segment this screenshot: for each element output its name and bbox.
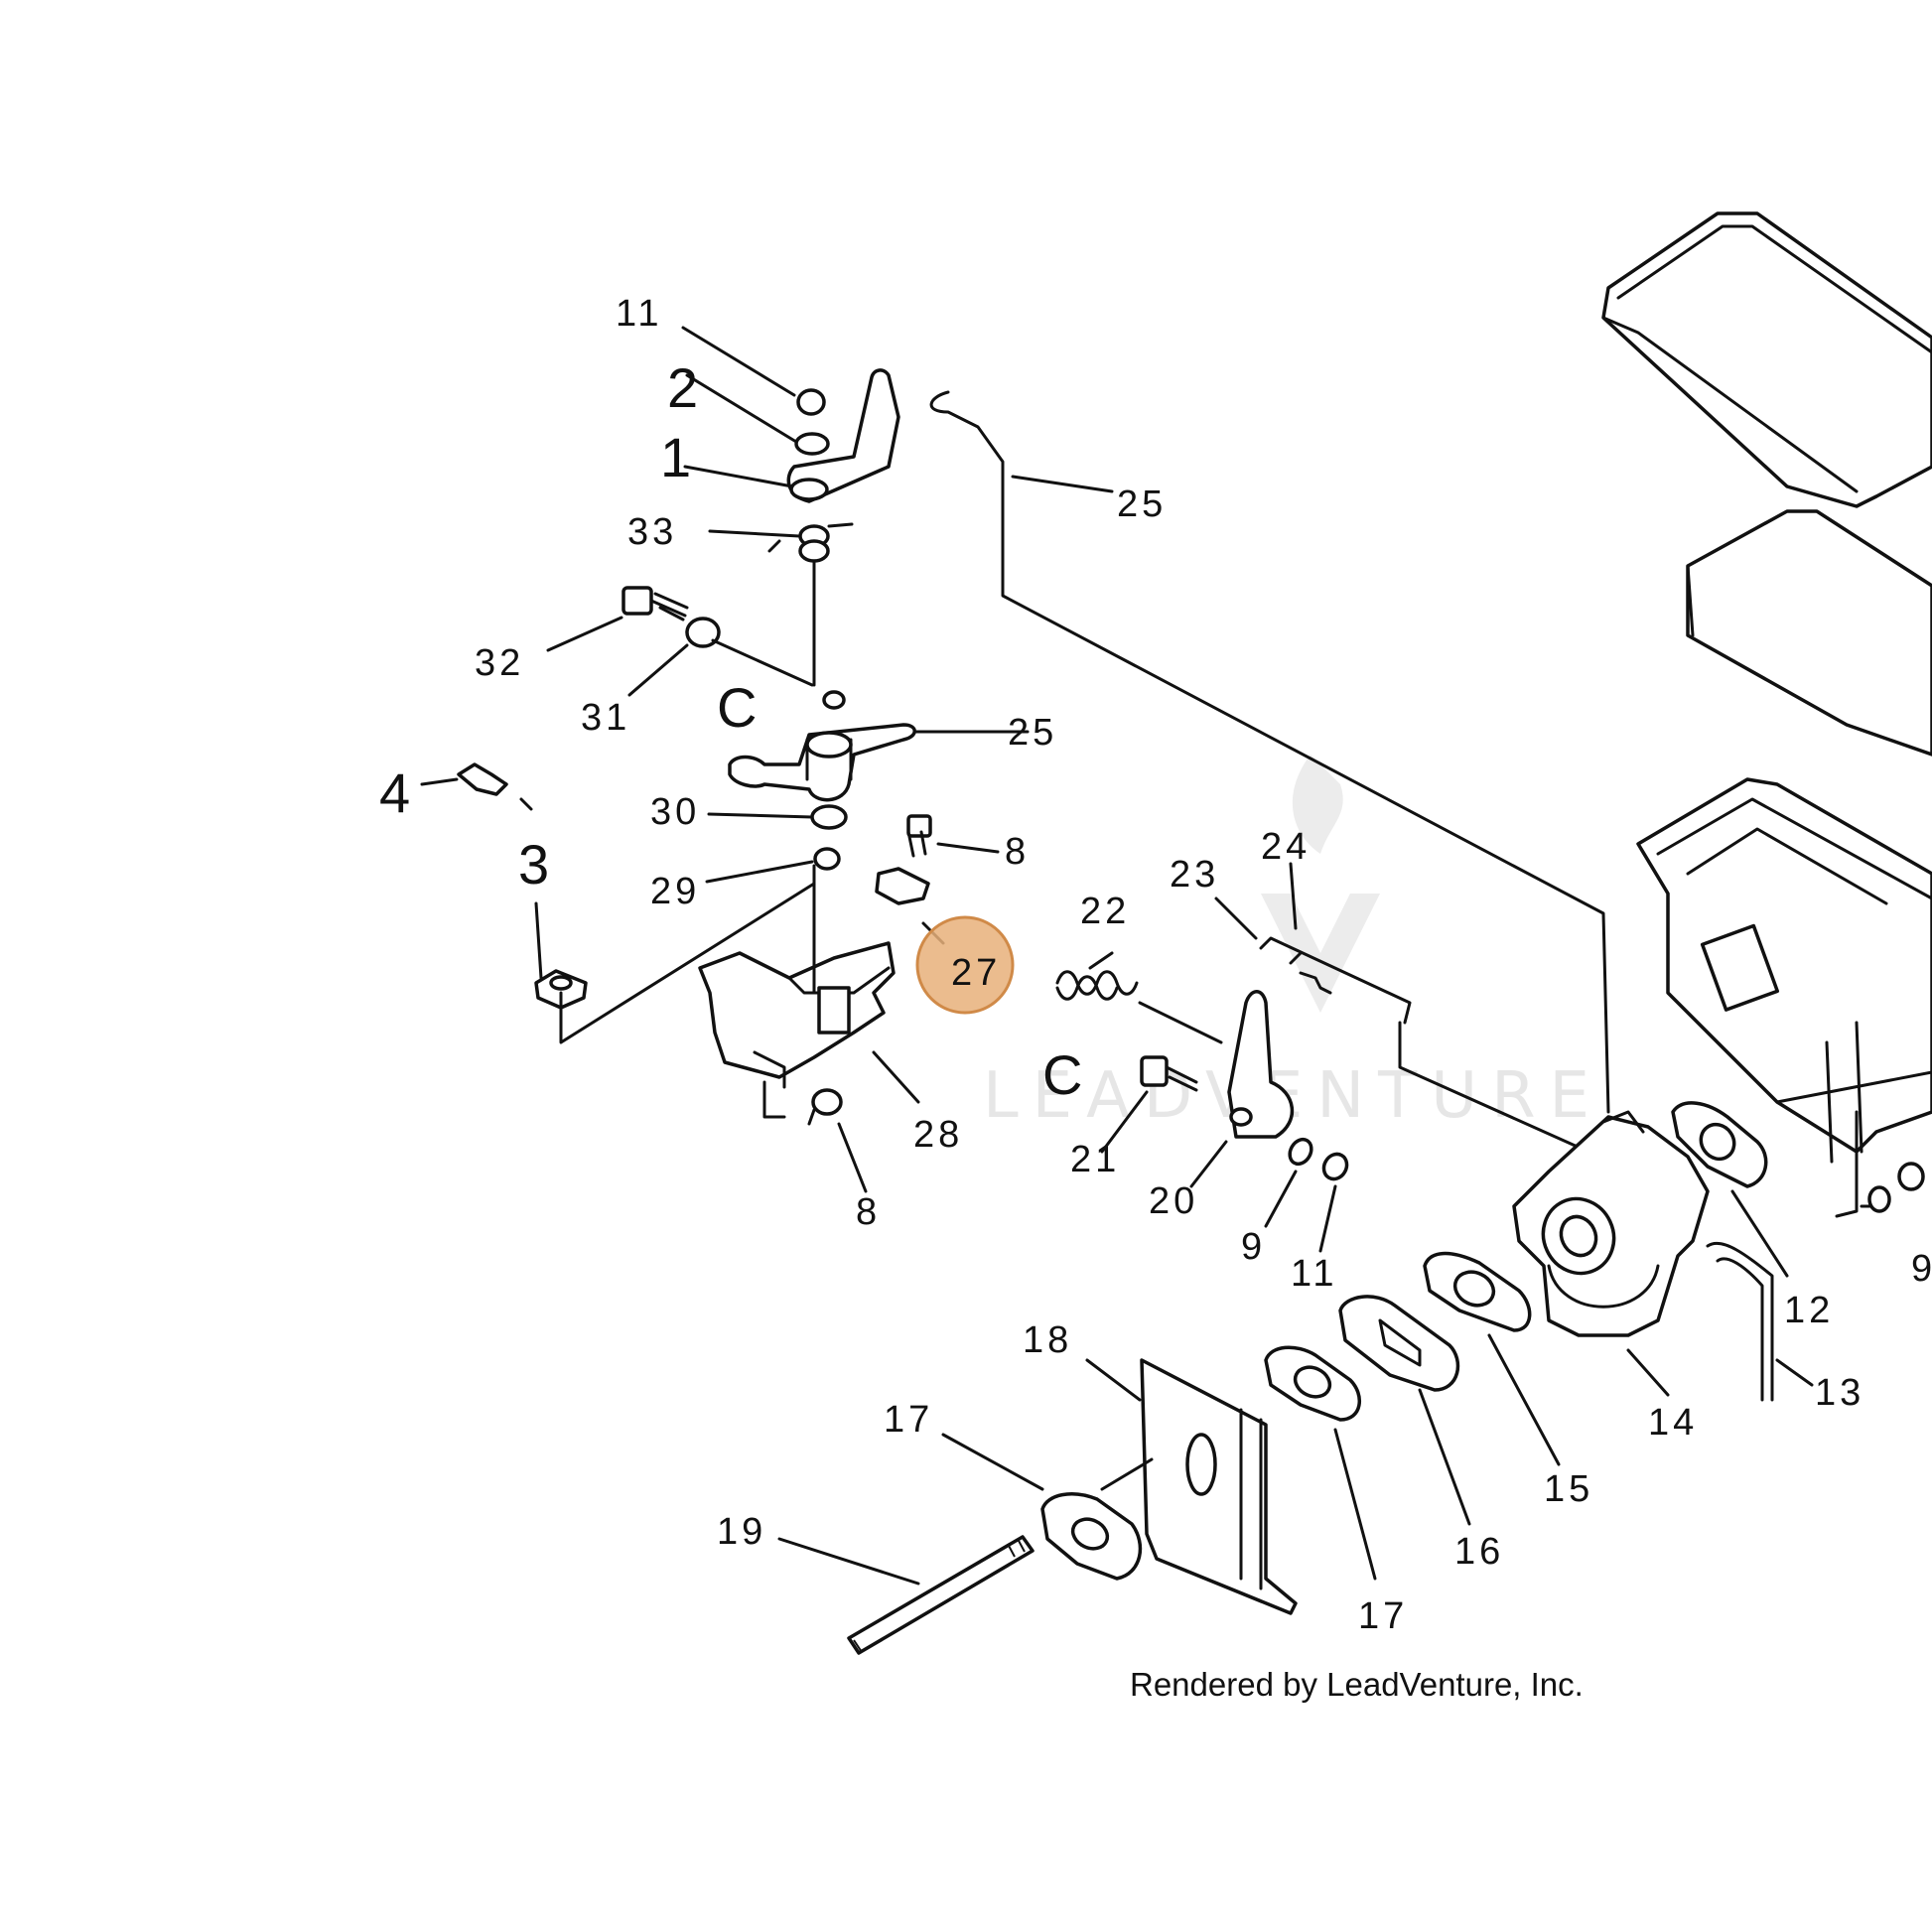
label-33: 33 xyxy=(627,511,677,553)
label-31: 31 xyxy=(581,697,630,739)
spring-22 xyxy=(1055,970,1223,1044)
label-24: 24 xyxy=(1261,826,1311,868)
link-27 xyxy=(875,867,930,905)
label-17-left: 17 xyxy=(884,1399,933,1441)
washer-29 xyxy=(813,847,841,871)
lever-20 xyxy=(1227,990,1294,1139)
air-cleaner-base xyxy=(1636,777,1932,1164)
label-29: 29 xyxy=(650,871,700,912)
label-13: 13 xyxy=(1815,1372,1864,1414)
screw-8-top xyxy=(906,814,932,858)
label-4: 4 xyxy=(379,761,410,824)
label-11-top: 11 xyxy=(616,293,662,335)
screw-32 xyxy=(621,586,689,621)
label-23: 23 xyxy=(1170,854,1219,896)
label-c-lower: C xyxy=(1042,1043,1082,1106)
label-28: 28 xyxy=(913,1114,963,1156)
washer-2 xyxy=(794,432,830,456)
clip-3 xyxy=(534,969,588,1010)
nut-31 xyxy=(685,617,721,648)
label-21: 21 xyxy=(1070,1139,1120,1180)
label-15: 15 xyxy=(1544,1468,1593,1510)
label-12: 12 xyxy=(1784,1290,1834,1331)
label-9-right: 9 xyxy=(1911,1248,1932,1290)
label-1: 1 xyxy=(660,426,691,488)
label-11-mid: 11 xyxy=(1291,1253,1337,1295)
label-16: 16 xyxy=(1454,1531,1504,1573)
label-8-upper: 8 xyxy=(1005,831,1030,873)
gasket-15 xyxy=(1423,1251,1532,1332)
nut-11-top xyxy=(796,388,826,416)
label-18: 18 xyxy=(1023,1319,1072,1361)
label-9-mid: 9 xyxy=(1241,1226,1266,1268)
label-19: 19 xyxy=(717,1511,766,1553)
spring-24-line xyxy=(1398,1021,1590,1154)
label-27: 27 xyxy=(951,952,1001,994)
label-32: 32 xyxy=(475,642,524,684)
label-22: 22 xyxy=(1080,891,1130,932)
stud-19 xyxy=(847,1535,1035,1655)
spring-33 xyxy=(767,522,854,563)
label-14: 14 xyxy=(1648,1402,1698,1444)
nut-11 xyxy=(1321,1152,1349,1181)
nut-9-right xyxy=(1867,1162,1925,1213)
bracket-4 xyxy=(457,762,533,811)
hose-13 xyxy=(1706,1241,1774,1402)
gasket-17-right xyxy=(1264,1345,1361,1422)
spring-24 xyxy=(1259,936,1412,1025)
spacer-16 xyxy=(1338,1295,1460,1392)
label-2: 2 xyxy=(667,356,698,419)
label-8-lower: 8 xyxy=(856,1191,881,1233)
lower-leaders xyxy=(777,1110,1878,1586)
label-3: 3 xyxy=(518,833,549,896)
heat-shield-18 xyxy=(1140,1358,1298,1615)
link-rod-25 xyxy=(929,390,1610,1114)
label-17-right: 17 xyxy=(1358,1595,1408,1637)
air-cleaner-cover xyxy=(1601,211,1932,508)
governor-lever xyxy=(728,690,916,802)
gasket-12 xyxy=(1671,1101,1768,1188)
label-c-upper: C xyxy=(717,676,757,739)
washer-30 xyxy=(810,804,848,830)
highlight-marker-27[interactable] xyxy=(915,915,1015,1015)
label-25-top: 25 xyxy=(1117,483,1167,525)
label-20: 20 xyxy=(1149,1180,1198,1222)
screw-21 xyxy=(1140,1055,1198,1092)
callout-labels: 11 2 1 25 33 32 31 C 25 4 30 8 3 29 27 2… xyxy=(379,293,1932,1637)
render-credit: Rendered by LeadVenture, Inc. xyxy=(1130,1666,1584,1703)
throttle-lever xyxy=(786,368,900,503)
control-bracket-28 xyxy=(698,941,896,1089)
air-filter xyxy=(1686,509,1932,757)
mid-leaders xyxy=(1088,862,1337,1253)
carburetor-14 xyxy=(1512,1110,1710,1337)
label-25-mid: 25 xyxy=(1008,712,1057,754)
washer-9 xyxy=(1288,1137,1313,1167)
screw-8-bottom xyxy=(807,1088,843,1126)
label-30: 30 xyxy=(650,791,700,833)
gasket-17-left xyxy=(1040,1492,1143,1581)
